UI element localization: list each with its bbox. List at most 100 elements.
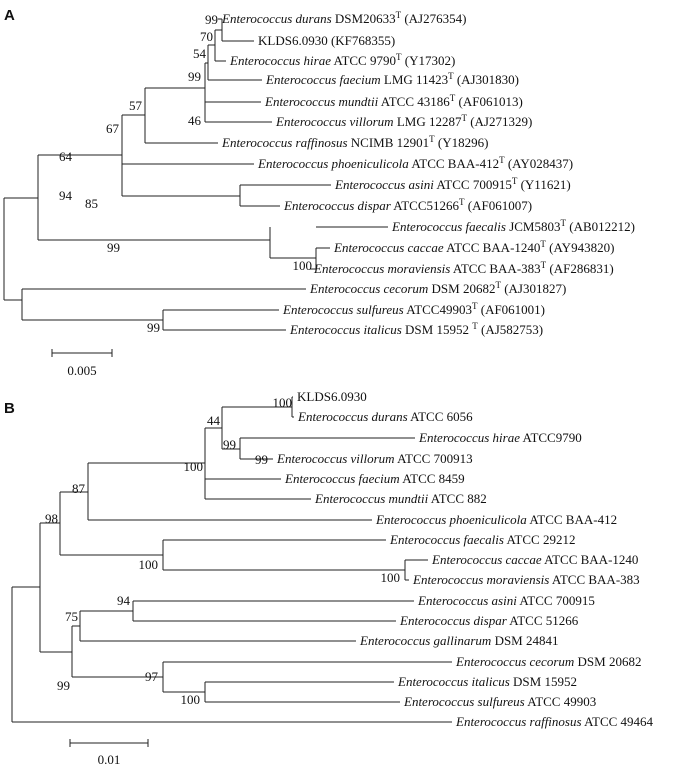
taxon-label: Enterococcus italicus DSM 15952 — [397, 674, 577, 689]
type-strain-superscript: T — [396, 52, 402, 62]
taxon-strain: ATCC 700915 — [434, 177, 512, 192]
taxon-strain: DSM 24841 — [491, 633, 558, 648]
taxon-strain: DSM20633 — [332, 11, 396, 26]
taxon-species-name: Enterococcus italicus — [397, 674, 510, 689]
taxon-strain: KLDS6.0930 — [297, 389, 367, 404]
bootstrap-value: 100 — [293, 258, 313, 273]
type-strain-superscript: T — [499, 155, 505, 165]
taxon-species-name: Enterococcus mundtii — [264, 94, 379, 109]
bootstrap-value: 100 — [381, 570, 401, 585]
bootstrap-value: 100 — [273, 395, 293, 410]
taxon-label: Enterococcus faecalis JCM5803T (AB012212… — [391, 218, 635, 234]
taxon-species-name: Enterococcus cecorum — [309, 281, 428, 296]
type-strain-superscript: T — [472, 301, 478, 311]
accession-number: (Y18296) — [435, 135, 489, 150]
type-strain-superscript: T — [450, 93, 456, 103]
taxon-species-name: Enterococcus asini — [417, 593, 517, 608]
taxon-strain: ATCC49903 — [404, 302, 472, 317]
accession-number: (AF061007) — [465, 198, 533, 213]
taxon-strain: ATCC BAA-412 — [409, 156, 499, 171]
taxon-strain: ATCC 700913 — [395, 451, 473, 466]
taxon-label: KLDS6.0930 — [297, 389, 367, 404]
taxon-species-name: Enterococcus caccae — [431, 552, 542, 567]
taxon-species-name: Enterococcus raffinosus — [455, 714, 582, 729]
bootstrap-value: 97 — [145, 669, 159, 684]
bootstrap-value: 99 — [147, 320, 160, 335]
taxon-strain: NCIMB 12901 — [348, 135, 430, 150]
bootstrap-value: 87 — [72, 481, 86, 496]
taxon-label: Enterococcus gallinarum DSM 24841 — [359, 633, 559, 648]
taxon-strain: ATCC BAA-412 — [527, 512, 617, 527]
taxon-label: Enterococcus italicus DSM 15952 T (AJ582… — [289, 321, 543, 337]
taxon-species-name: Enterococcus mundtii — [314, 491, 429, 506]
accession-number: (Y17302) — [401, 53, 455, 68]
taxon-species-name: Enterococcus phoeniculicola — [375, 512, 527, 527]
taxon-strain: ATCC 700915 — [517, 593, 595, 608]
taxon-strain: ATCC 49903 — [525, 694, 597, 709]
taxon-label: Enterococcus hirae ATCC 9790T (Y17302) — [229, 52, 455, 68]
accession-number: (AJ301827) — [501, 281, 566, 296]
taxon-label: KLDS6.0930 (KF768355) — [258, 33, 395, 48]
bootstrap-value: 100 — [184, 459, 204, 474]
accession-number: (AF286831) — [546, 261, 614, 276]
type-strain-superscript: T — [429, 134, 435, 144]
taxon-species-name: Enterococcus villorum — [276, 451, 395, 466]
taxon-strain: KLDS6.0930 — [258, 33, 328, 48]
taxon-label: Enterococcus asini ATCC 700915 — [417, 593, 595, 608]
bootstrap-value: 100 — [139, 557, 159, 572]
accession-number: (Y11621) — [517, 177, 570, 192]
taxon-label: Enterococcus durans DSM20633T (AJ276354) — [221, 10, 466, 26]
bootstrap-value: 54 — [193, 46, 207, 61]
scale-bar-label: 0.005 — [67, 363, 96, 378]
taxon-label: Enterococcus phoeniculicola ATCC BAA-412… — [257, 155, 573, 171]
taxon-species-name: Enterococcus asini — [334, 177, 434, 192]
taxon-label: Enterococcus faecalis ATCC 29212 — [389, 532, 575, 547]
type-strain-superscript: T — [512, 176, 518, 186]
bootstrap-value: 100 — [181, 692, 201, 707]
taxon-label: Enterococcus mundtii ATCC 882 — [314, 491, 487, 506]
taxon-label: Enterococcus faecium LMG 11423T (AJ30183… — [265, 71, 519, 87]
panel-letter-a: A — [4, 7, 15, 24]
taxon-species-name: Enterococcus durans — [297, 409, 408, 424]
bootstrap-value: 75 — [65, 609, 78, 624]
accession-number: (KF768355) — [328, 33, 396, 48]
bootstrap-value: 99 — [205, 12, 218, 27]
taxon-strain: ATCC 882 — [428, 491, 487, 506]
taxon-species-name: Enterococcus cecorum — [455, 654, 574, 669]
taxon-label: Enterococcus moraviensis ATCC BAA-383 — [412, 572, 640, 587]
taxon-species-name: Enterococcus phoeniculicola — [257, 156, 409, 171]
taxon-label: Enterococcus cecorum DSM 20682T (AJ30182… — [309, 280, 566, 296]
type-strain-superscript: T — [448, 71, 454, 81]
taxon-label: Enterococcus phoeniculicola ATCC BAA-412 — [375, 512, 617, 527]
taxon-strain: ATCC 49464 — [582, 714, 654, 729]
taxon-species-name: Enterococcus moraviensis — [412, 572, 549, 587]
taxon-strain: ATCC 8459 — [400, 471, 465, 486]
bootstrap-value: 85 — [85, 196, 98, 211]
bootstrap-value: 70 — [200, 29, 213, 44]
taxon-species-name: Enterococcus sulfureus — [282, 302, 404, 317]
taxon-species-name: Enterococcus hirae — [418, 430, 520, 445]
taxon-strain: DSM 20682 — [428, 281, 495, 296]
bootstrap-value: 94 — [59, 188, 73, 203]
accession-number: (AF061001) — [477, 302, 545, 317]
accession-number: (AJ276354) — [401, 11, 466, 26]
bootstrap-value: 99 — [57, 678, 70, 693]
type-strain-superscript: T — [472, 321, 478, 331]
taxon-strain: ATCC 51266 — [507, 613, 579, 628]
taxon-label: Enterococcus asini ATCC 700915T (Y11621) — [334, 176, 571, 192]
taxon-label: Enterococcus cecorum DSM 20682 — [455, 654, 641, 669]
taxon-strain: ATCC 9790 — [331, 53, 396, 68]
taxon-strain: LMG 12287 — [394, 114, 462, 129]
taxon-label: Enterococcus caccae ATCC BAA-1240T (AY94… — [333, 239, 614, 255]
bootstrap-value: 64 — [59, 149, 73, 164]
scale-bar-label: 0.01 — [98, 752, 121, 767]
taxon-strain: ATCC BAA-1240 — [444, 240, 541, 255]
type-strain-superscript: T — [561, 218, 567, 228]
taxon-strain: ATCC 29212 — [504, 532, 576, 547]
taxon-label: Enterococcus faecium ATCC 8459 — [284, 471, 465, 486]
taxon-species-name: Enterococcus moraviensis — [313, 261, 450, 276]
bootstrap-value: 99 — [255, 452, 268, 467]
taxon-species-name: Enterococcus raffinosus — [221, 135, 348, 150]
taxon-strain: ATCC 6056 — [408, 409, 474, 424]
